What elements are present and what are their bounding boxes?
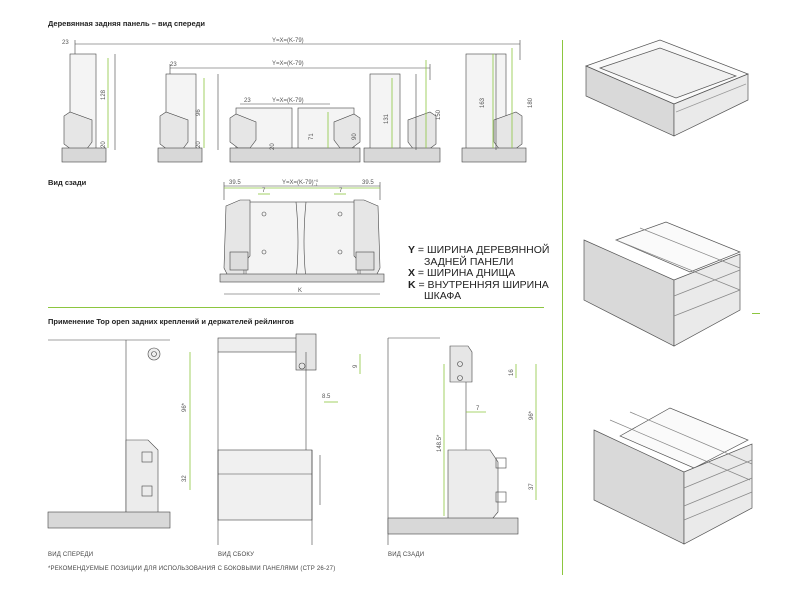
- rear-dim-395b: 39.5: [362, 180, 374, 186]
- legend-line-y-cont: ЗАДНЕЙ ПАНЕЛИ: [424, 255, 514, 268]
- caption-front: ВИД СПЕРЕДИ: [48, 552, 94, 558]
- app-dim-96a: 96*: [182, 402, 188, 412]
- app-dim-7: 7: [476, 406, 480, 412]
- dim-90: 90: [352, 133, 358, 140]
- footnote: *РЕКОМЕНДУЕМЫЕ ПОЗИЦИИ ДЛЯ ИСПОЛЬЗОВАНИЯ…: [48, 566, 336, 572]
- application-heading: Применение Top open задних креплений и д…: [48, 317, 294, 326]
- rear-dim-7a: 7: [262, 188, 266, 194]
- app-dim-32: 32: [182, 475, 188, 482]
- dim-163: 163: [480, 97, 486, 108]
- dim-20b: 20: [196, 141, 202, 148]
- accent-tick: [752, 313, 760, 314]
- caption-rear: ВИД СЗАДИ: [388, 552, 425, 558]
- section-divider: [48, 307, 544, 308]
- caption-side: ВИД СБОКУ: [218, 552, 255, 558]
- legend-line-y: Y = ШИРИНА ДЕРЕВЯННОЙ: [408, 244, 550, 256]
- drawer-medium: [583, 221, 741, 347]
- app-dim-85: 8.5: [322, 394, 331, 400]
- dim-128: 128: [101, 89, 107, 100]
- formula-a: Y=X=(K-79): [272, 38, 304, 44]
- legend-line-k: K = ВНУТРЕННЯЯ ШИРИНА: [408, 278, 549, 291]
- dim-23a: 23: [62, 40, 69, 46]
- front-view-heading: Деревянная задняя панель – вид спереди: [48, 19, 206, 28]
- rear-dim-395a: 39.5: [229, 180, 241, 186]
- dim-20a: 20: [101, 141, 107, 148]
- drawer-low: [585, 39, 749, 137]
- dim-23c: 23: [244, 98, 251, 104]
- column-divider: [562, 40, 563, 575]
- app-dim-1485: 148.5*: [437, 434, 443, 452]
- legend: Y = ШИРИНА ДЕРЕВЯННОЙ ЗАДНЕЙ ПАНЕЛИ X = …: [408, 244, 550, 303]
- app-dim-9: 9: [353, 364, 359, 368]
- rear-view-heading: Вид сзади: [48, 178, 87, 187]
- app-dim-37: 37: [529, 483, 535, 490]
- drawer-high: [593, 407, 753, 545]
- dim-20c: 20: [270, 143, 276, 150]
- legend-line-k-cont: ШКАФА: [424, 290, 462, 302]
- legend-line-x: X = ШИРИНА ДНИЩА: [408, 267, 516, 279]
- dim-150: 150: [436, 109, 442, 120]
- formula-b: Y=X=(K-79): [272, 61, 304, 67]
- dim-96: 96: [196, 109, 202, 116]
- formula-c: Y=X=(K-79): [272, 98, 304, 104]
- dim-23b: 23: [170, 62, 177, 68]
- rear-dim-k: K: [298, 288, 302, 294]
- dim-180: 180: [528, 97, 534, 108]
- app-dim-16: 16: [509, 369, 515, 376]
- rear-formula: Y=X=(K-79)+0-1: [282, 178, 319, 187]
- rear-dim-7b: 7: [339, 188, 343, 194]
- app-dim-96b: 96*: [529, 410, 535, 420]
- dim-71: 71: [309, 133, 315, 140]
- dim-131: 131: [384, 113, 390, 124]
